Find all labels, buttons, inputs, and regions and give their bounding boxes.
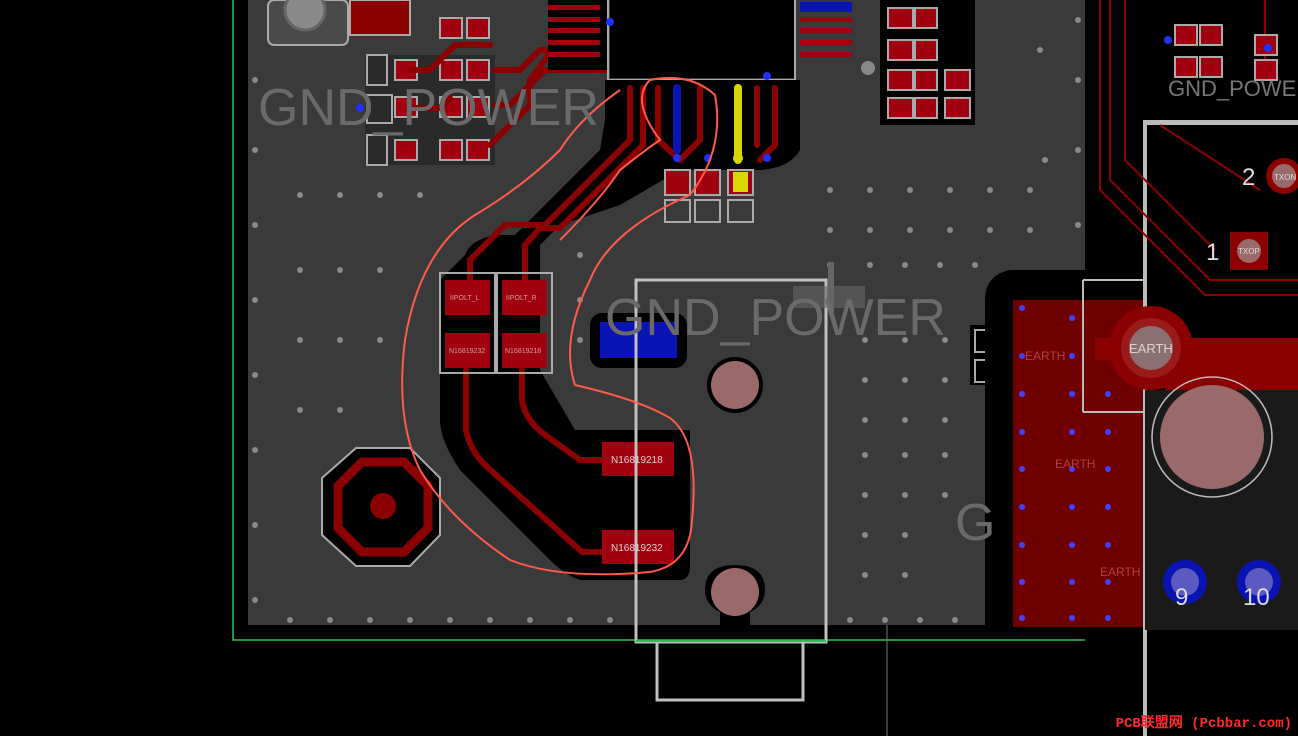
board-outline	[232, 0, 1140, 641]
gnd-label-partial: G	[955, 494, 995, 552]
label-n16819232: N16819232	[611, 543, 663, 554]
earth-mount-hole	[1109, 306, 1193, 390]
ic-footprint	[548, 0, 852, 81]
decoupling-caps	[664, 169, 754, 223]
keepout-region	[440, 80, 800, 580]
connector-mount-holes	[705, 357, 765, 630]
trace-vias	[356, 18, 771, 163]
label-n16819218: N16819218	[611, 455, 663, 466]
stitching-vias	[252, 17, 1081, 623]
label-pad-n-left: N16819232	[449, 348, 485, 355]
label-earth-plane-1: EARTH	[1025, 349, 1065, 363]
gnd-power-label-top: GND_POWER	[258, 79, 599, 137]
label-ipolt-l: IIPOLT_L	[450, 295, 480, 302]
label-ipolt-r: IIPOLT_R	[506, 295, 537, 302]
label-pin-9: 9	[1175, 584, 1188, 611]
connector-outline	[634, 262, 865, 702]
label-pad-n-right: N16819218	[505, 348, 541, 355]
watermark-text: PCB联盟网 (Pcbbar.com)	[1115, 716, 1292, 732]
octagon-mount-pad	[321, 447, 441, 567]
earth-labels: EARTH EARTH EARTH EARTH	[1025, 341, 1173, 579]
label-earth-main: EARTH	[1129, 341, 1173, 356]
annotation-curve	[401, 76, 719, 576]
gnd-power-label-center: GND_POWER	[605, 289, 946, 347]
label-txop: TXOP	[1238, 247, 1260, 256]
pad-n16819232	[602, 530, 674, 564]
pin-labels: TXON TXOP 1 2 9 10	[1175, 164, 1296, 611]
top-right-components	[1099, 0, 1298, 296]
connector-pins-9-10	[1163, 560, 1281, 604]
net-labels: N16819218 N16819232	[611, 455, 663, 554]
top-left-components	[267, 0, 495, 166]
ipolt-components	[439, 272, 553, 374]
differential-pair-traces	[463, 84, 778, 555]
label-earth-plane-2: EARTH	[1055, 457, 1095, 471]
earth-plane-vias	[1019, 305, 1111, 621]
right-ic-components	[861, 0, 975, 125]
plane-labels: GND_POWER GND_POWER GND_POWER G	[258, 76, 1298, 552]
pad-labels: IIPOLT_L IIPOLT_R N16819232 N16819218	[449, 295, 541, 355]
label-txon: TXON	[1274, 173, 1296, 182]
label-pin-2: 2	[1242, 164, 1255, 191]
blue-pad	[600, 322, 677, 358]
label-pin-1: 1	[1206, 239, 1219, 266]
pad-n16819218	[602, 442, 674, 476]
large-mount-hole	[1151, 376, 1273, 498]
label-earth-plane-3: EARTH	[1100, 565, 1140, 579]
label-pin-10: 10	[1243, 584, 1270, 611]
gnd-power-label-right: GND_POWER	[1168, 76, 1298, 101]
